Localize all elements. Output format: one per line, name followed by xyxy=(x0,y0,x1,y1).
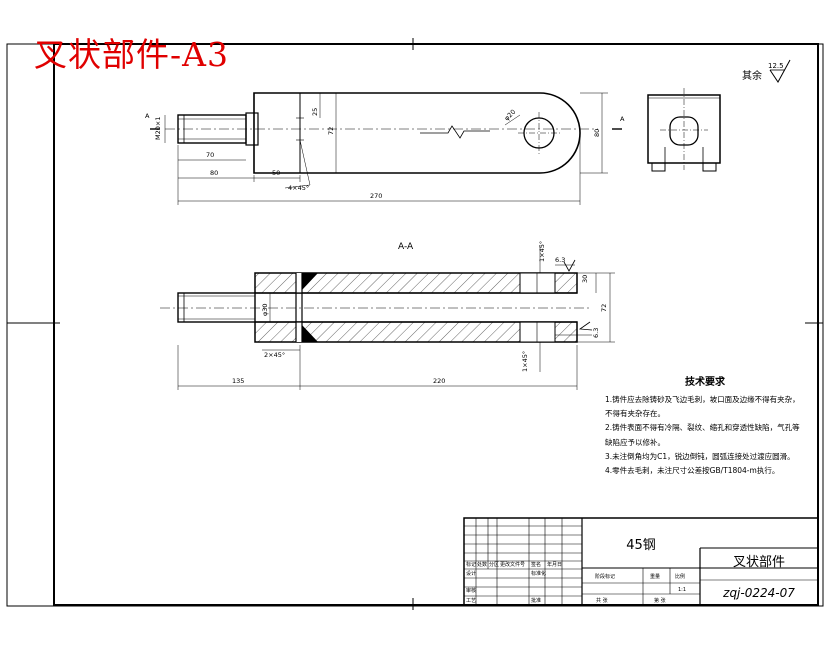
tb-mark: 标记 xyxy=(466,561,476,568)
tb-process: 工艺 xyxy=(466,598,476,604)
requirement-item-3: 3.未注倒角均为C1，锐边倒钝，圆弧连接处过渡应圆滑。 xyxy=(605,451,795,461)
tb-review: 审核 xyxy=(466,587,476,594)
inner-frame xyxy=(53,43,819,606)
tb-stage-mark: 阶段标记 xyxy=(595,573,615,580)
tb-count: 处数 xyxy=(477,561,487,568)
tb-zone: 分区 xyxy=(489,561,499,568)
dim-chamfer-bottom: 1×45° xyxy=(521,351,529,372)
tb-signature: 签名 xyxy=(531,561,541,568)
technical-requirements: 技术要求 1.铸件应去除铸砂及飞边毛刺，坡口面及边缘不得有夹杂，不得有夹杂存在。… xyxy=(605,376,805,478)
dim-80-height: 80 xyxy=(593,129,601,137)
dim-finish-bottom: 6.3 xyxy=(592,328,600,338)
tb-scale: 比例 xyxy=(675,573,685,580)
dim-thread: M20×1 xyxy=(154,117,162,140)
section-label: A-A xyxy=(398,242,414,252)
title-block xyxy=(463,517,819,606)
material-label: 45钢 xyxy=(626,538,656,553)
dim-finish-top: 6.3 xyxy=(555,256,565,264)
tb-sheet-no: 第 张 xyxy=(654,597,666,604)
centering-marks xyxy=(7,38,823,610)
dim-70: 70 xyxy=(206,151,214,159)
dim-chamfer-2x45: 2×45° xyxy=(264,351,285,359)
dim-72: 72 xyxy=(327,127,335,135)
dim-phi30: φ30 xyxy=(261,303,269,316)
dim-hole: φ20 xyxy=(503,108,518,123)
part-name-label: 叉状部件 xyxy=(733,555,785,570)
requirement-item-1: 1.铸件应去除铸砂及飞边毛刺，坡口面及边缘不得有夹杂，不得有夹杂存在。 xyxy=(605,395,800,419)
surface-finish-label: 其余 xyxy=(742,69,762,82)
tb-sheets-total: 共 张 xyxy=(596,597,608,604)
drawing-number-label: zqj-0224-07 xyxy=(722,586,795,600)
requirement-item-2: 2.铸件表面不得有冷隔、裂纹、缩孔和穿透性缺陷，气孔等缺陷应予以修补。 xyxy=(605,423,800,447)
dim-30: 30 xyxy=(581,275,589,283)
section-view-labels: 1×45° 6.3 30 72 φ30 6.3 1×45° 2×45° 135 … xyxy=(232,241,608,385)
dim-chamfer: 4×45° xyxy=(288,184,309,192)
side-view xyxy=(647,88,721,172)
requirement-item-4: 4.零件去毛刺，未注尺寸公差按GB/T1804-m执行。 xyxy=(605,466,780,476)
top-view-labels: A A M20×1 70 80 50 4×45° 270 25 72 φ20 8… xyxy=(145,108,625,200)
requirements-title: 技术要求 xyxy=(685,377,725,388)
section-view xyxy=(160,245,615,390)
tb-designer: 设计 xyxy=(466,570,476,577)
tb-date: 年月日 xyxy=(547,561,562,568)
dim-72-section: 72 xyxy=(600,304,608,312)
surface-finish: 其余 12.5 xyxy=(742,59,791,83)
dim-25: 25 xyxy=(311,108,319,116)
sheet-title: 叉状部件-A3 xyxy=(34,35,229,74)
cut-mark-right: A xyxy=(620,115,625,123)
tb-weight: 重量 xyxy=(650,573,660,580)
tb-approve: 批准 xyxy=(531,597,541,604)
tb-standardization: 标准化 xyxy=(531,570,546,577)
top-view xyxy=(150,92,622,205)
cut-mark-left: A xyxy=(145,112,150,120)
dim-50: 50 xyxy=(272,169,280,177)
tb-scale-value: 1:1 xyxy=(678,587,686,593)
title-block-text: 45钢 叉状部件 zqj-0224-07 标记 处数 分区 更改文件号 签名 年… xyxy=(466,538,795,604)
dim-chamfer-top: 1×45° xyxy=(538,241,546,262)
dim-220: 220 xyxy=(433,377,445,385)
surface-finish-value: 12.5 xyxy=(768,62,784,70)
dim-135: 135 xyxy=(232,377,244,385)
dim-80: 80 xyxy=(210,169,218,177)
dim-270: 270 xyxy=(370,192,382,200)
tb-change-doc: 更改文件号 xyxy=(500,561,525,568)
